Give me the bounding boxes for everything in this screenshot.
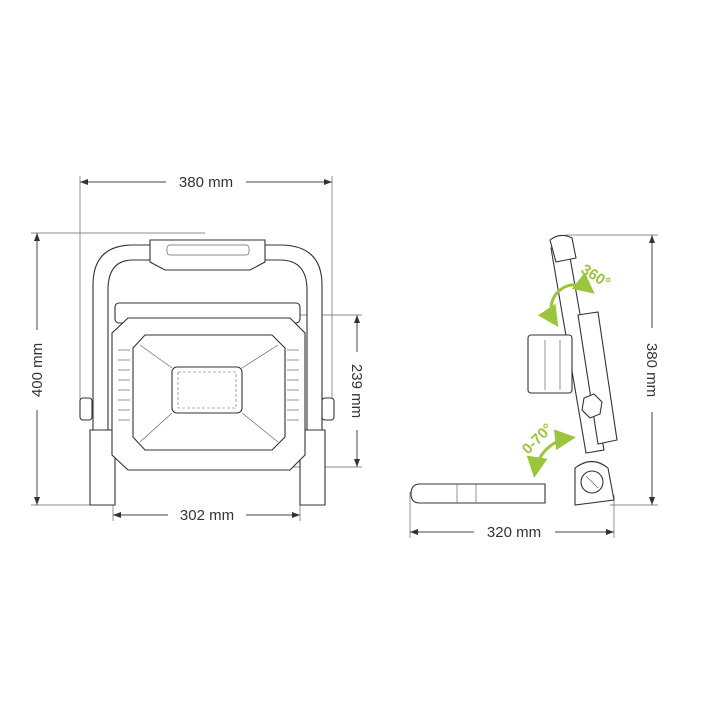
lamp-width-label: 302 mm — [180, 507, 234, 524]
dimension-lamp-width-302: 302 mm — [113, 507, 300, 524]
side-handle — [549, 234, 577, 263]
dimension-side-height-380: 380 mm — [643, 235, 660, 505]
front-view: 380 mm 400 mm 239 mm 302 mm — [29, 174, 365, 524]
side-knob — [581, 393, 603, 419]
housing-fins — [118, 349, 299, 421]
dimension-depth-320: 320 mm — [410, 524, 614, 541]
left-foot — [89, 429, 116, 506]
right-knob — [321, 397, 335, 421]
tilt-arrow-icon — [526, 429, 576, 478]
left-knob — [79, 397, 93, 421]
battery-pack — [527, 334, 573, 394]
dimension-lamp-height-239: 239 mm — [348, 315, 365, 467]
depth-label: 320 mm — [487, 524, 541, 541]
dimension-width-380: 380 mm — [80, 174, 332, 191]
lamp-height-label: 239 mm — [348, 364, 365, 418]
tilt-label: 0-70° — [519, 420, 556, 457]
rotation-arrow-icon — [537, 272, 595, 328]
right-foot — [299, 429, 326, 506]
width-label: 380 mm — [179, 174, 233, 191]
led-panel — [171, 366, 243, 414]
height-label: 400 mm — [29, 343, 46, 397]
dimension-height-400: 400 mm — [29, 233, 46, 505]
side-height-label: 380 mm — [643, 343, 660, 397]
side-view: 380 mm 320 mm 360° 0-70° — [409, 234, 660, 541]
base-arm — [410, 483, 546, 504]
